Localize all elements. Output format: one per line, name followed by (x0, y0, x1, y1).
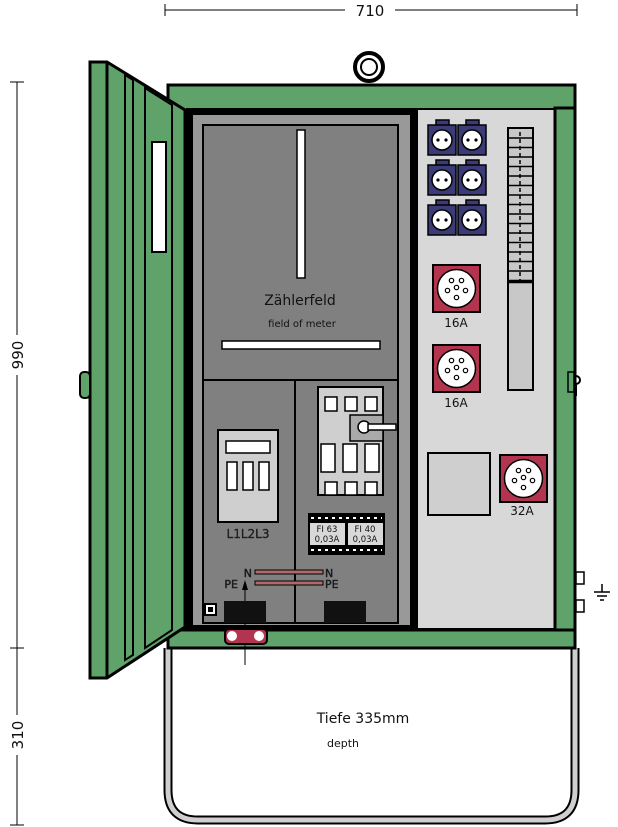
schuko-socket (427, 199, 457, 236)
n-label-left: N (244, 567, 252, 580)
schuko-sockets (427, 119, 487, 236)
height-dimension (9, 81, 25, 826)
width-dimension (164, 2, 578, 18)
schuko-socket (457, 119, 487, 156)
depth-sublabel: depth (327, 737, 359, 750)
cee-socket-3 (499, 454, 548, 503)
main-switch (317, 386, 397, 496)
rcd-block (308, 513, 385, 555)
cable-gland-left (224, 601, 266, 623)
rcd-2-rating: FI 40 (355, 525, 376, 535)
cabinet-door (79, 60, 187, 680)
stand-frame (163, 648, 580, 825)
width-label: 710 (356, 2, 385, 20)
cee-socket-1 (432, 264, 481, 313)
height-label: 990 (9, 341, 27, 370)
rcd-1-sensitivity: 0,03A (315, 535, 340, 545)
pe-label-right: PE (325, 578, 339, 591)
cee-socket-2-label: 16A (444, 396, 468, 410)
meter-field-subtitle: field of meter (268, 319, 337, 330)
pe-label-left: PE (224, 578, 238, 591)
fuse-block-label: L1L2L3 (227, 527, 270, 541)
earth-bar (254, 580, 324, 586)
schuko-socket (457, 159, 487, 196)
cee-socket-2 (432, 344, 481, 393)
rcd-2-sensitivity: 0,03A (353, 535, 378, 545)
fuse-block (217, 429, 279, 523)
neutral-bar (254, 569, 324, 575)
meter-field-title: Zählerfeld (264, 293, 336, 309)
schuko-socket (427, 119, 457, 156)
cee-socket-1-label: 16A (444, 316, 468, 330)
cee-socket-3-label: 32A (510, 504, 534, 518)
ground-icon (594, 584, 610, 601)
n-label-right: N (325, 567, 333, 580)
depth-label: Tiefe 335mm (316, 711, 410, 727)
rcd-1-rating: FI 63 (317, 525, 338, 535)
terminal-strip (507, 127, 534, 391)
schuko-socket (427, 159, 457, 196)
stand-height-label: 310 (9, 721, 27, 750)
earth-clamp (224, 628, 268, 645)
blank-cover (427, 452, 491, 516)
lock-icon (575, 375, 581, 396)
schuko-socket (457, 199, 487, 236)
cable-gland-right (324, 601, 366, 623)
